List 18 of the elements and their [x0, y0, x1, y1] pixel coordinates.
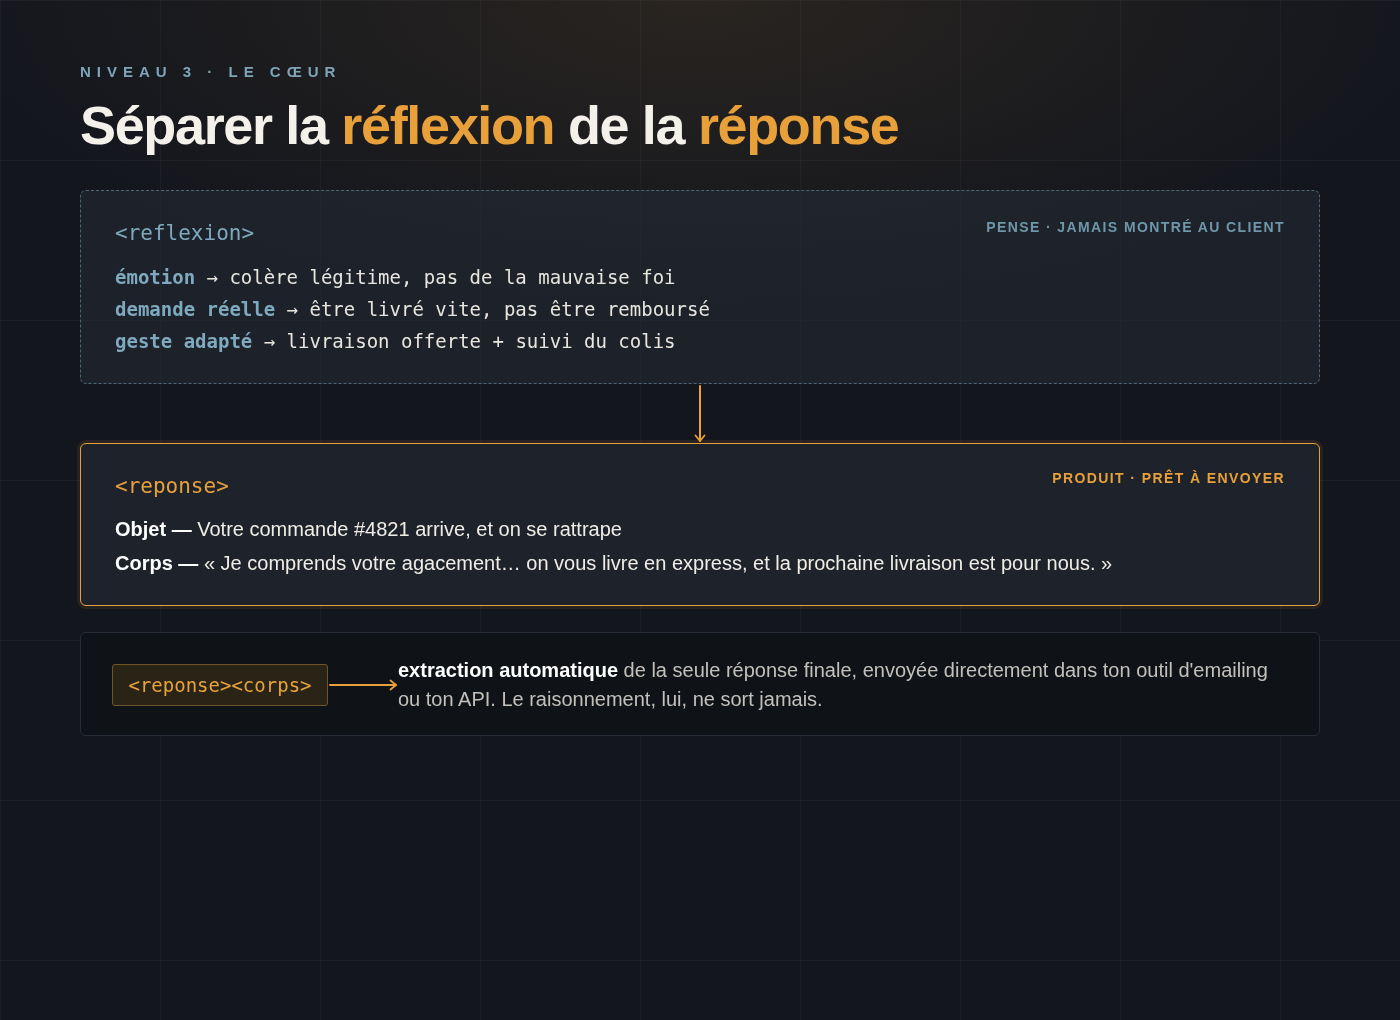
arrow — [694, 385, 706, 442]
highlighted-panel — [80, 443, 1320, 606]
page-title: Séparer la réflexion de la réponse — [80, 94, 899, 156]
code-line: geste adapté → livraison offerte + suivi du colis — [115, 329, 676, 354]
code-line: émotion → colère légitime, pas de la mauvaise foi — [115, 265, 676, 290]
message-line: Objet — Votre commande #4821 arrive, et on se rattrape — [115, 517, 622, 542]
status-caption: PRODUIT · PRÊT À ENVOYER — [1052, 468, 1285, 488]
code-tag: <reponse><corps> — [112, 664, 328, 706]
message-line: Corps — « Je comprends votre agacement… on vous livre en express, et la prochaine livraison est pour nous. » — [115, 551, 1113, 576]
arrow — [329, 679, 397, 691]
code-line: demande réelle → être livré vite, pas être remboursé — [115, 297, 710, 322]
dark-panel — [80, 632, 1320, 736]
code-tag-heading: <reflexion> — [115, 220, 255, 247]
status-caption: PENSE · JAMAIS MONTRÉ AU CLIENT — [986, 218, 1285, 237]
code-tag-heading: <reponse> — [115, 473, 229, 500]
eyebrow-label: NIVEAU 3 · LE CŒUR — [80, 63, 342, 81]
description-text: extraction automatique de la seule réponse finale, envoyée directement dans ton outil d'emailing ou ton API. Le raisonnement, lui, ne sort jamais. — [398, 656, 1286, 714]
dashed-code-panel — [80, 190, 1320, 384]
